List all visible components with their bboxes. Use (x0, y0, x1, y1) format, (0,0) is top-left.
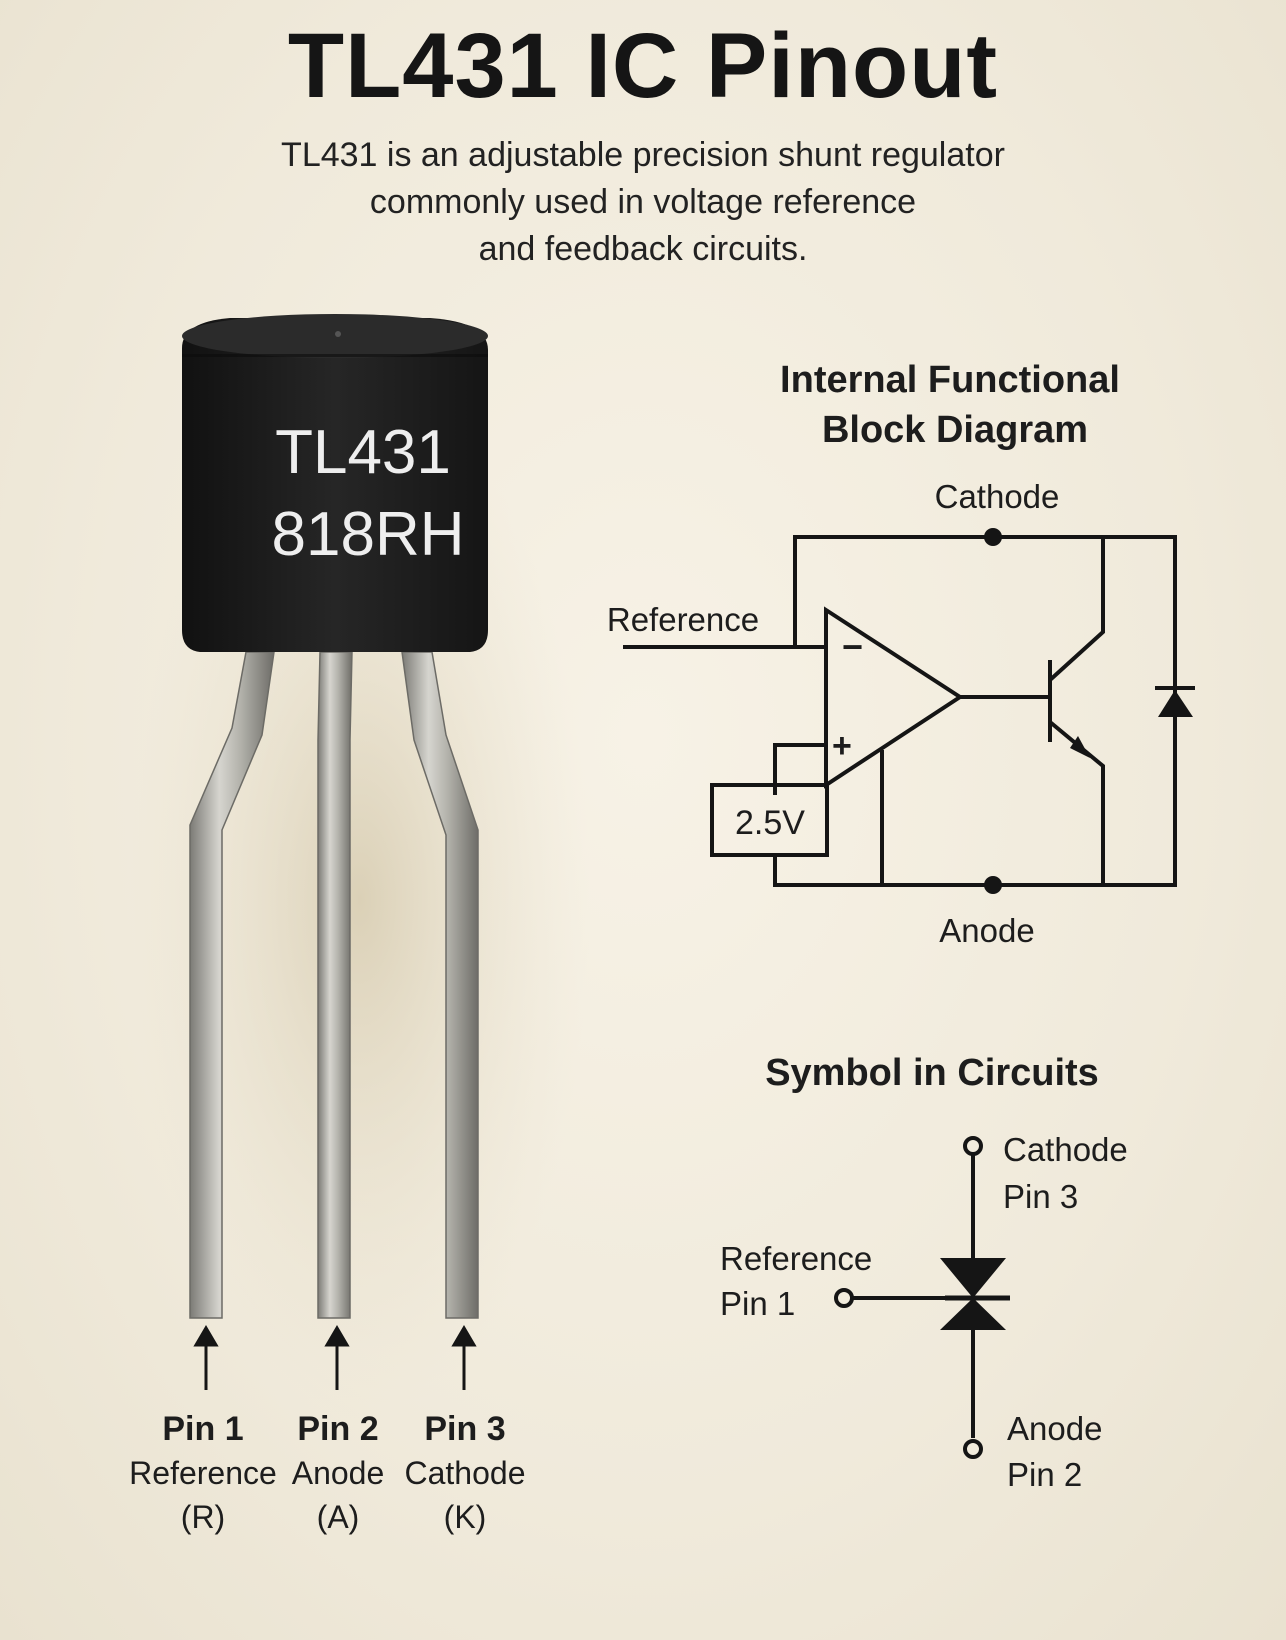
symbol-reference-pin: Pin 1 (720, 1285, 795, 1322)
diode-icon (1155, 686, 1195, 717)
symbol-anode-label: Anode (1007, 1410, 1102, 1447)
block-diagram-heading: Block Diagram (822, 409, 1088, 451)
pin-code: (R) (181, 1499, 225, 1535)
symbol-anode-pin: Pin 2 (1007, 1456, 1082, 1493)
pin-name: Reference (129, 1455, 277, 1491)
reference-voltage: 2.5V (735, 804, 805, 842)
opamp-symbol (824, 606, 964, 789)
transistor-emitter (1048, 720, 1105, 885)
anode-node (984, 876, 1002, 894)
reference-label: Reference (607, 601, 759, 638)
page-title: TL431 IC Pinout (287, 15, 999, 117)
arrow-up-icon (193, 1325, 219, 1347)
pin-label-3: Pin 3 Cathode (K) (405, 1410, 526, 1535)
symbol-cathode-label: Cathode (1003, 1131, 1128, 1168)
pin-code: (K) (444, 1499, 487, 1535)
reference-source-wire (773, 743, 826, 795)
cathode-label: Cathode (935, 478, 1060, 515)
description-line: commonly used in voltage reference (369, 183, 917, 221)
anode-terminal (963, 1439, 983, 1459)
block-diagram-heading: Internal Functional (780, 359, 1120, 401)
lead-pin-3 (401, 651, 479, 1319)
pin-number: Pin 3 (424, 1410, 505, 1448)
package-marking-line: TL431 (275, 418, 451, 487)
lead-pin-1 (189, 651, 275, 1319)
description: TL431 is an adjustable precision shunt r… (193, 132, 1093, 273)
emitter-arrow-icon (1070, 736, 1090, 758)
cathode-node (984, 528, 1002, 546)
cathode-terminal (963, 1136, 983, 1156)
package-body: TL431 818RH (182, 314, 488, 652)
pin-name: Cathode (405, 1455, 526, 1491)
reference-source-box (710, 783, 829, 857)
pin-label-2: Pin 2 Anode (A) (292, 1410, 385, 1535)
arrow-up-icon (451, 1325, 477, 1347)
package-marking-line: 818RH (272, 500, 465, 569)
opamp-minus-sign: − (842, 626, 863, 667)
pin-code: (A) (317, 1499, 360, 1535)
anode-label: Anode (939, 912, 1034, 949)
description-line: and feedback circuits. (478, 230, 808, 268)
reference-terminal (834, 1288, 854, 1308)
block-diagram-wires (623, 535, 1177, 887)
symbol-cathode-pin: Pin 3 (1003, 1178, 1078, 1215)
pin-number: Pin 2 (297, 1410, 378, 1448)
symbol-heading: Symbol in Circuits (765, 1052, 1099, 1094)
shunt-regulator-icon (940, 1258, 1010, 1330)
symbol-reference-label: Reference (720, 1240, 872, 1277)
pin-arrows (193, 1325, 477, 1390)
pin-number: Pin 1 (162, 1410, 243, 1448)
opamp-plus-sign: + (832, 727, 852, 765)
description-line: TL431 is an adjustable precision shunt r… (281, 136, 1005, 174)
package-leads (189, 651, 479, 1319)
pin-label-1: Pin 1 Reference (R) (129, 1410, 277, 1535)
arrow-up-icon (324, 1325, 350, 1347)
pin-name: Anode (292, 1455, 385, 1491)
transistor-collector (1048, 537, 1105, 682)
